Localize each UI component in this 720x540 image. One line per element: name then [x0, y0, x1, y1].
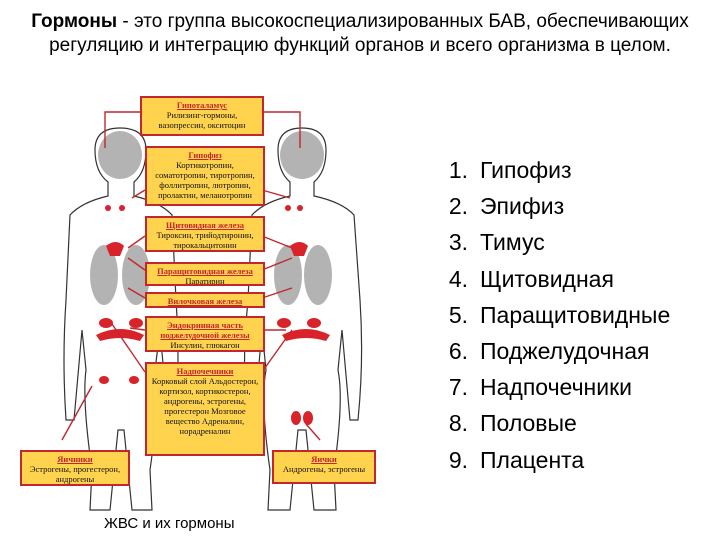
box-testes: Яички Андрогены, эстрогены — [272, 450, 376, 484]
box-parathyroid-body: Паратирин — [185, 276, 225, 286]
box-parathyroid: Паращитовидная железа Паратирин — [145, 262, 265, 286]
box-testes-title: Яички — [311, 454, 337, 464]
figure-caption: ЖВС и их гормоны — [104, 515, 235, 532]
title-rest: - это группа высокоспециализированных БА… — [49, 11, 689, 56]
female-outline — [63, 127, 179, 511]
list-item: 8.Половые — [448, 410, 577, 437]
list-item: 6.Поджелудочная — [448, 338, 650, 365]
list-item: 5.Паращитовидные — [448, 301, 671, 328]
male-outline — [243, 127, 363, 511]
box-thyroid-body: Тироксин, трийодтиронин, тирокальцитонин — [156, 230, 254, 250]
list-item: 9.Плацента — [448, 446, 585, 473]
box-pituitary-body: Кортикотропин, соматотропин, тиротропин,… — [155, 160, 255, 200]
box-ovaries-title: Яичники — [57, 454, 93, 464]
box-hypothalamus-title: Гипоталамус — [176, 100, 228, 110]
box-thyroid: Щитовидная железа Тироксин, трийодтирони… — [145, 216, 265, 252]
box-pancreas-title: Эндокринная часть поджелудочной железы — [160, 320, 250, 340]
box-adrenal-body: Корковый слой Альдостерон, кортизол, кор… — [151, 376, 259, 436]
box-hypothalamus: Гипоталамус Рилизинг-гормоны, вазопресси… — [140, 96, 264, 136]
box-pituitary-title: Гипофиз — [188, 150, 222, 160]
box-thymus: Вилочковая железа — [145, 292, 265, 308]
box-adrenal: Надпочечники Корковый слой Альдостерон, … — [145, 362, 265, 456]
title-bold: Гормоны — [31, 11, 118, 32]
box-thyroid-title: Щитовидная железа — [165, 220, 245, 230]
box-adrenal-title: Надпочечники — [176, 366, 234, 376]
box-pancreas: Эндокринная часть поджелудочной железы И… — [145, 316, 265, 352]
box-pituitary: Гипофиз Кортикотропин, соматотропин, тир… — [145, 146, 265, 206]
list-item: 2.Эпифиз — [448, 193, 565, 220]
page-title: Гормоны - это группа высокоспециализиров… — [10, 10, 710, 58]
box-pancreas-body: Инсулин, глюкагон — [170, 340, 240, 350]
list-item: 3.Тимус — [448, 229, 545, 256]
box-ovaries: Яичники Эстрогены, прогестерон, андроген… — [20, 450, 130, 486]
box-ovaries-body: Эстрогены, прогестерон, андрогены — [29, 464, 121, 484]
box-parathyroid-title: Паращитовидная железа — [157, 266, 253, 276]
list-item: 7.Надпочечники — [448, 374, 633, 401]
box-hypothalamus-body: Рилизинг-гормоны, вазопрессин, окситоцин — [158, 110, 246, 130]
box-testes-body: Андрогены, эстрогены — [282, 464, 366, 474]
box-thymus-title: Вилочковая железа — [167, 296, 243, 306]
gland-list: 1.Гипофиз 2.Эпифиз 3.Тимус 4.Щитовидная … — [430, 152, 670, 478]
list-item: 4.Щитовидная — [448, 265, 614, 292]
list-item: 1.Гипофиз — [448, 157, 572, 183]
